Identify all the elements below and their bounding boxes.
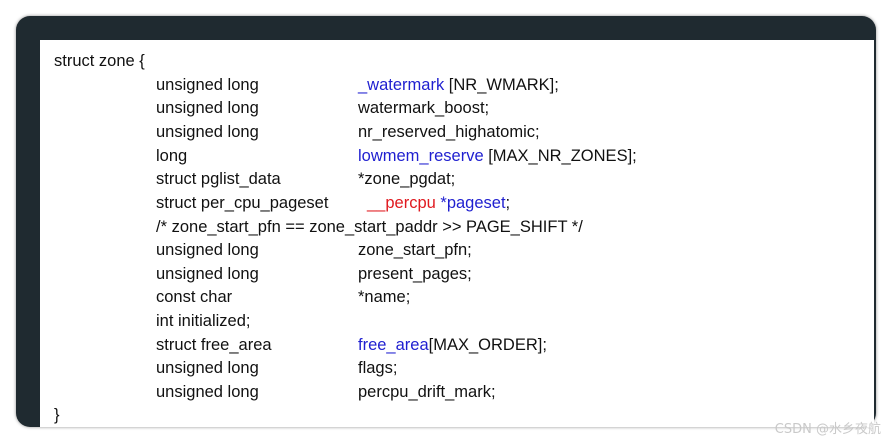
field-name: flags; — [358, 359, 398, 377]
field-type: long — [156, 147, 188, 165]
field-name: __percpu *pageset; — [367, 192, 510, 214]
field-name-highlight: _watermark — [358, 76, 445, 94]
field-name: lowmem_reserve [MAX_NR_ZONES]; — [358, 145, 637, 167]
field-type: struct per_cpu_pageset — [156, 194, 329, 212]
field-type: unsigned long — [156, 241, 259, 259]
field-type: unsigned long — [156, 359, 259, 377]
field-name: watermark_boost; — [358, 99, 490, 117]
field-type: struct pglist_data — [156, 170, 281, 188]
field-name: nr_reserved_highatomic; — [358, 123, 540, 141]
field-type: unsigned long — [156, 123, 259, 141]
field-name-suffix: ; — [505, 194, 511, 212]
field-type: unsigned long — [156, 99, 259, 117]
field-name: *name; — [358, 288, 411, 306]
field-name-highlight: free_area — [358, 336, 429, 354]
field-name-suffix: [MAX_NR_ZONES]; — [483, 147, 637, 165]
field-name: *zone_pgdat; — [358, 170, 456, 188]
field-type: struct free_area — [156, 336, 272, 354]
field-type: unsigned long — [156, 383, 259, 401]
csdn-watermark: CSDN @水乡夜航 — [774, 422, 881, 437]
struct-header: struct zone { — [54, 52, 145, 70]
field-type: unsigned long — [156, 265, 259, 283]
field-declaration: int initialized; — [156, 312, 251, 330]
field-name: percpu_drift_mark; — [358, 383, 496, 401]
field-type: unsigned long — [156, 76, 259, 94]
field-name-suffix: [NR_WMARK]; — [444, 76, 559, 94]
field-name-highlight: *pageset — [440, 194, 506, 212]
field-name: free_area[MAX_ORDER]; — [358, 334, 547, 356]
window-frame: struct zone { unsigned long _watermark [… — [16, 16, 876, 427]
field-name: _watermark [NR_WMARK]; — [358, 74, 559, 96]
code-comment: /* zone_start_pfn == zone_start_paddr >>… — [156, 218, 583, 236]
field-name: present_pages; — [358, 265, 472, 283]
field-name: zone_start_pfn; — [358, 241, 472, 259]
field-name-suffix: [MAX_ORDER]; — [428, 336, 547, 354]
percpu-qualifier: __percpu — [367, 194, 436, 212]
field-type: const char — [156, 288, 233, 306]
code-listing: struct zone { unsigned long _watermark [… — [40, 40, 874, 427]
field-name-highlight: lowmem_reserve — [358, 147, 484, 165]
struct-closing-brace: } — [54, 406, 60, 424]
